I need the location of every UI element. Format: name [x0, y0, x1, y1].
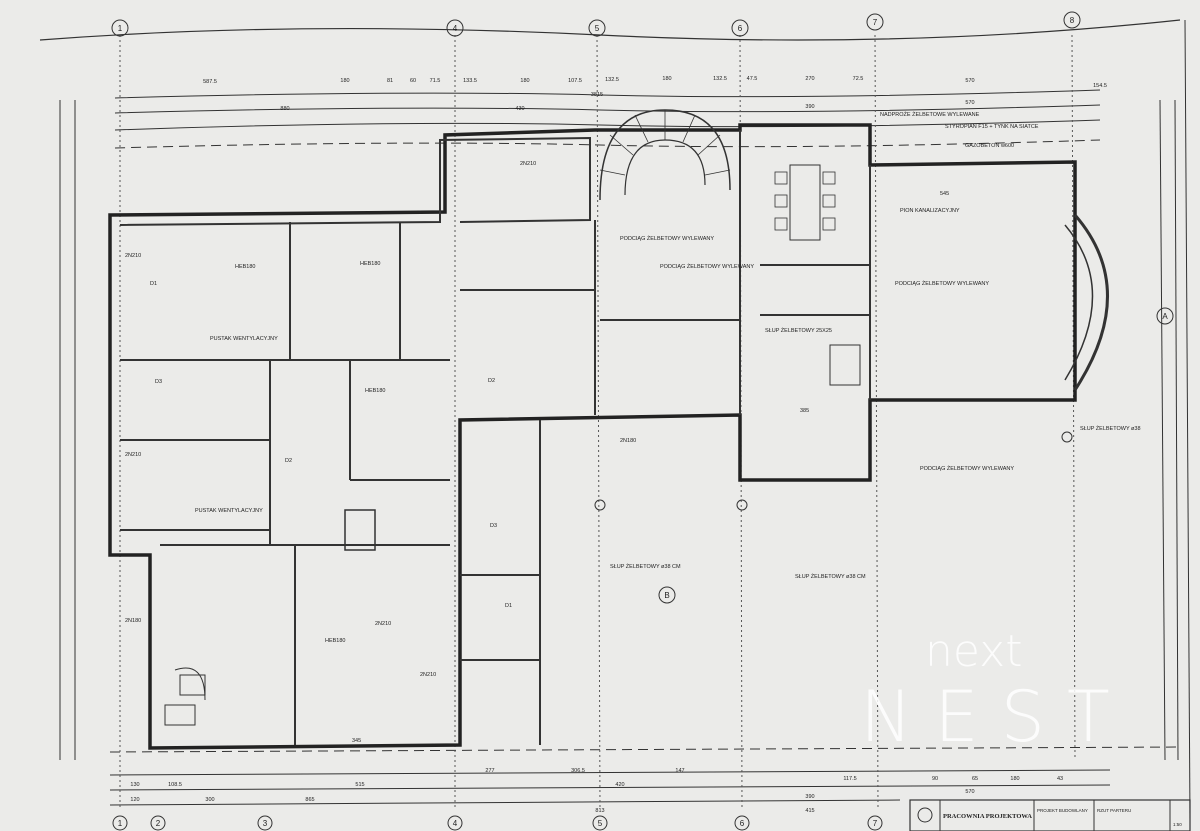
dimension: 108.5	[168, 782, 182, 788]
project-type: PROJEKT BUDOWLANY	[1037, 808, 1088, 813]
dimension: 120	[130, 797, 139, 803]
window-tag: D2	[285, 458, 292, 464]
window-tag: D1	[505, 603, 512, 609]
axis-label: 8	[1070, 16, 1075, 25]
window-tag: D3	[490, 523, 497, 529]
office-name: PRACOWNIA PROJEKTOWA	[943, 813, 1032, 820]
beam-label: HEB180	[360, 261, 381, 267]
dimension: 865	[305, 797, 314, 803]
dimension: 147	[675, 768, 684, 774]
axis-label: 6	[740, 819, 745, 828]
dimension: 60	[410, 78, 416, 84]
column-label: SŁUP ŻELBETOWY ø38	[1080, 425, 1141, 432]
column-label: SŁUP ŻELBETOWY ø38 CM	[795, 573, 866, 580]
door-label: 2N180	[620, 438, 636, 444]
door-label: 2N210	[125, 452, 141, 458]
dimension: 3815	[591, 92, 603, 98]
column-label: SŁUP ŻELBETOWY 25X25	[765, 327, 832, 334]
axis-label: 5	[598, 819, 603, 828]
dimension: 72.5	[853, 76, 864, 82]
dimension: 570	[965, 789, 974, 795]
note-label: STYROPIAN F15 + TYNK NA SIATCE	[945, 124, 1039, 130]
axis-label: 5	[595, 24, 600, 33]
dimension: 47.5	[747, 76, 758, 82]
dimension: 133.5	[463, 78, 477, 84]
dimension: 300	[205, 797, 214, 803]
axis-label: 4	[453, 24, 458, 33]
beam-label: HEB180	[365, 388, 386, 394]
note-label: PION KANALIZACYJNY	[900, 208, 960, 214]
door-label: 2N210	[125, 253, 141, 259]
axis-label: 7	[873, 819, 878, 828]
dimension: 390	[805, 794, 814, 800]
dimension: 277	[485, 768, 494, 774]
dimension: 65	[972, 776, 978, 782]
dimension: 180	[1010, 776, 1019, 782]
dimension: 270	[805, 76, 814, 82]
dimension: 81	[387, 78, 393, 84]
note-label: GAZOBETON w600	[965, 143, 1014, 149]
watermark-next: next	[925, 626, 1023, 677]
axis-label: 4	[453, 819, 458, 828]
dimension: 813	[595, 808, 604, 814]
dimension: 430	[515, 106, 524, 112]
axis-label: 1	[118, 819, 123, 828]
axis-label: 6	[738, 24, 743, 33]
dimension: 570	[965, 78, 974, 84]
dimension: 587.5	[203, 79, 217, 85]
column-label: SŁUP ŻELBETOWY ø38 CM	[610, 563, 681, 570]
dimension: 545	[940, 191, 949, 197]
window-tag: D2	[488, 378, 495, 384]
dimension: 130	[130, 782, 139, 788]
dimension: 132.5	[605, 77, 619, 83]
window-tag: D1	[150, 281, 157, 287]
dimension: 180	[662, 76, 671, 82]
axis-label: 2	[156, 819, 161, 828]
dimension: 345	[352, 738, 361, 744]
dimension: 180	[520, 78, 529, 84]
door-label: 2N210	[375, 621, 391, 627]
door-label: 2N210	[420, 672, 436, 678]
window-tag: D3	[155, 379, 162, 385]
door-label: 2N210	[520, 161, 536, 167]
dimension: 132.5	[713, 76, 727, 82]
beam-label: PODCIĄG ŻELBETOWY WYLEWANY	[660, 263, 754, 270]
door-label: 2N180	[125, 618, 141, 624]
dimension: 880	[280, 106, 289, 112]
dimension: 90	[932, 776, 938, 782]
dimension: 385	[800, 408, 809, 414]
note-label: NADPROŻE ŻELBETOWE WYLEWANE	[880, 111, 980, 118]
dimension: 390	[805, 104, 814, 110]
watermark-nest: NEST	[860, 676, 1132, 758]
dimension: 515	[355, 782, 364, 788]
beam-label: PODCIĄG ŻELBETOWY WYLEWANY	[620, 235, 714, 242]
axis-label: 7	[873, 18, 878, 27]
beam-label: PODCIĄG ŻELBETOWY WYLEWANY	[895, 280, 989, 287]
note-label: PUSTAK WENTYLACYJNY	[210, 336, 278, 342]
dimension: 117.5	[843, 776, 856, 782]
section-label: A	[1162, 312, 1168, 321]
beam-label: HEB180	[235, 264, 256, 270]
sheet-scale: 1:50	[1173, 822, 1182, 827]
dimension: 43	[1057, 776, 1063, 782]
dimension: 415	[805, 808, 814, 814]
sheet-title: RZUT PARTERU	[1097, 808, 1131, 813]
axis-label: 3	[263, 819, 268, 828]
note-label: PUSTAK WENTYLACYJNY	[195, 508, 263, 514]
beam-label: HEB180	[325, 638, 346, 644]
beam-label: PODCIĄG ŻELBETOWY WYLEWANY	[920, 465, 1014, 472]
dimension: 107.5	[568, 78, 582, 84]
dimension: 306.5	[571, 768, 585, 774]
dimension: 71.5	[430, 78, 441, 84]
dimension: 154.5	[1093, 83, 1107, 89]
dimension: 180	[340, 78, 349, 84]
section-label: B	[664, 591, 669, 600]
dimension: 570	[965, 100, 974, 106]
axis-label: 1	[118, 24, 123, 33]
dimension: 420	[615, 782, 624, 788]
